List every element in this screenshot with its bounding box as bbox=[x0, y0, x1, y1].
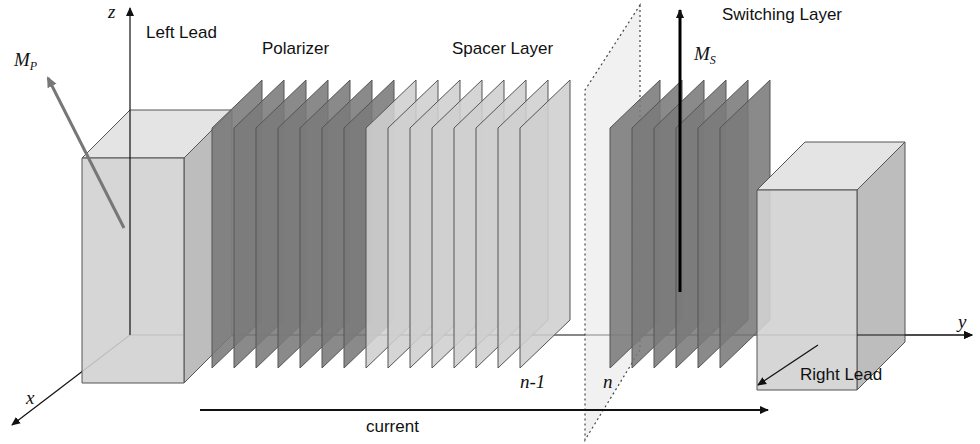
magnetization-label: MS bbox=[694, 44, 716, 67]
layer-plate bbox=[520, 80, 570, 368]
polarizer-magnetization-arrow bbox=[48, 78, 124, 228]
part-name: Spacer Layer bbox=[452, 40, 553, 59]
switching-plates bbox=[610, 80, 770, 368]
axis-label: x bbox=[26, 388, 34, 409]
layer-plates bbox=[212, 80, 570, 368]
right-lead-cube bbox=[757, 142, 905, 390]
layer-index: n bbox=[603, 372, 613, 393]
y-axis-tip bbox=[857, 334, 972, 335]
layer-index: n-1 bbox=[520, 372, 545, 393]
part-name: Right Lead bbox=[800, 366, 882, 385]
axis-label: y bbox=[958, 312, 966, 333]
current-label: current bbox=[366, 418, 419, 437]
part-name: Left Lead bbox=[146, 24, 217, 43]
axis-label: z bbox=[108, 2, 115, 23]
left-lead-cube bbox=[82, 110, 232, 383]
part-name: Polarizer bbox=[262, 40, 329, 59]
magnetization-label: MP bbox=[14, 50, 37, 73]
part-name: Switching Layer bbox=[722, 6, 842, 25]
switching-magnetization-arrow bbox=[679, 10, 682, 292]
current-arrow bbox=[200, 409, 768, 411]
z-axis bbox=[129, 8, 130, 335]
